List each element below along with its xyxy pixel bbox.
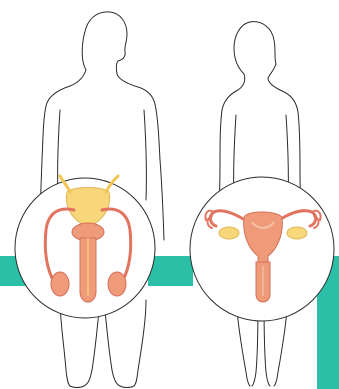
- male-organ-circle: [15, 176, 155, 318]
- female-organ-circle: [190, 177, 334, 321]
